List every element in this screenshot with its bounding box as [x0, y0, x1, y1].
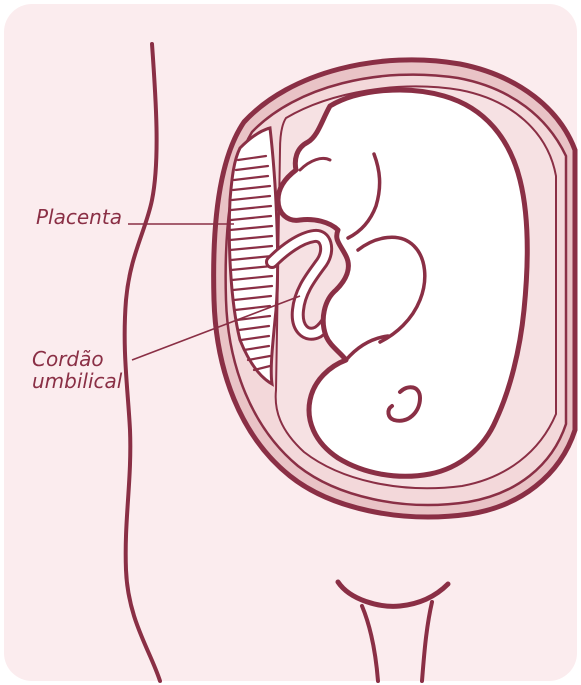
umbilical-cord-label-line2: umbilical	[32, 370, 122, 392]
placenta-label: Placenta	[36, 206, 122, 228]
umbilical-cord-label: Cordão umbilical	[32, 348, 122, 392]
umbilical-cord-label-line1: Cordão	[32, 348, 122, 370]
